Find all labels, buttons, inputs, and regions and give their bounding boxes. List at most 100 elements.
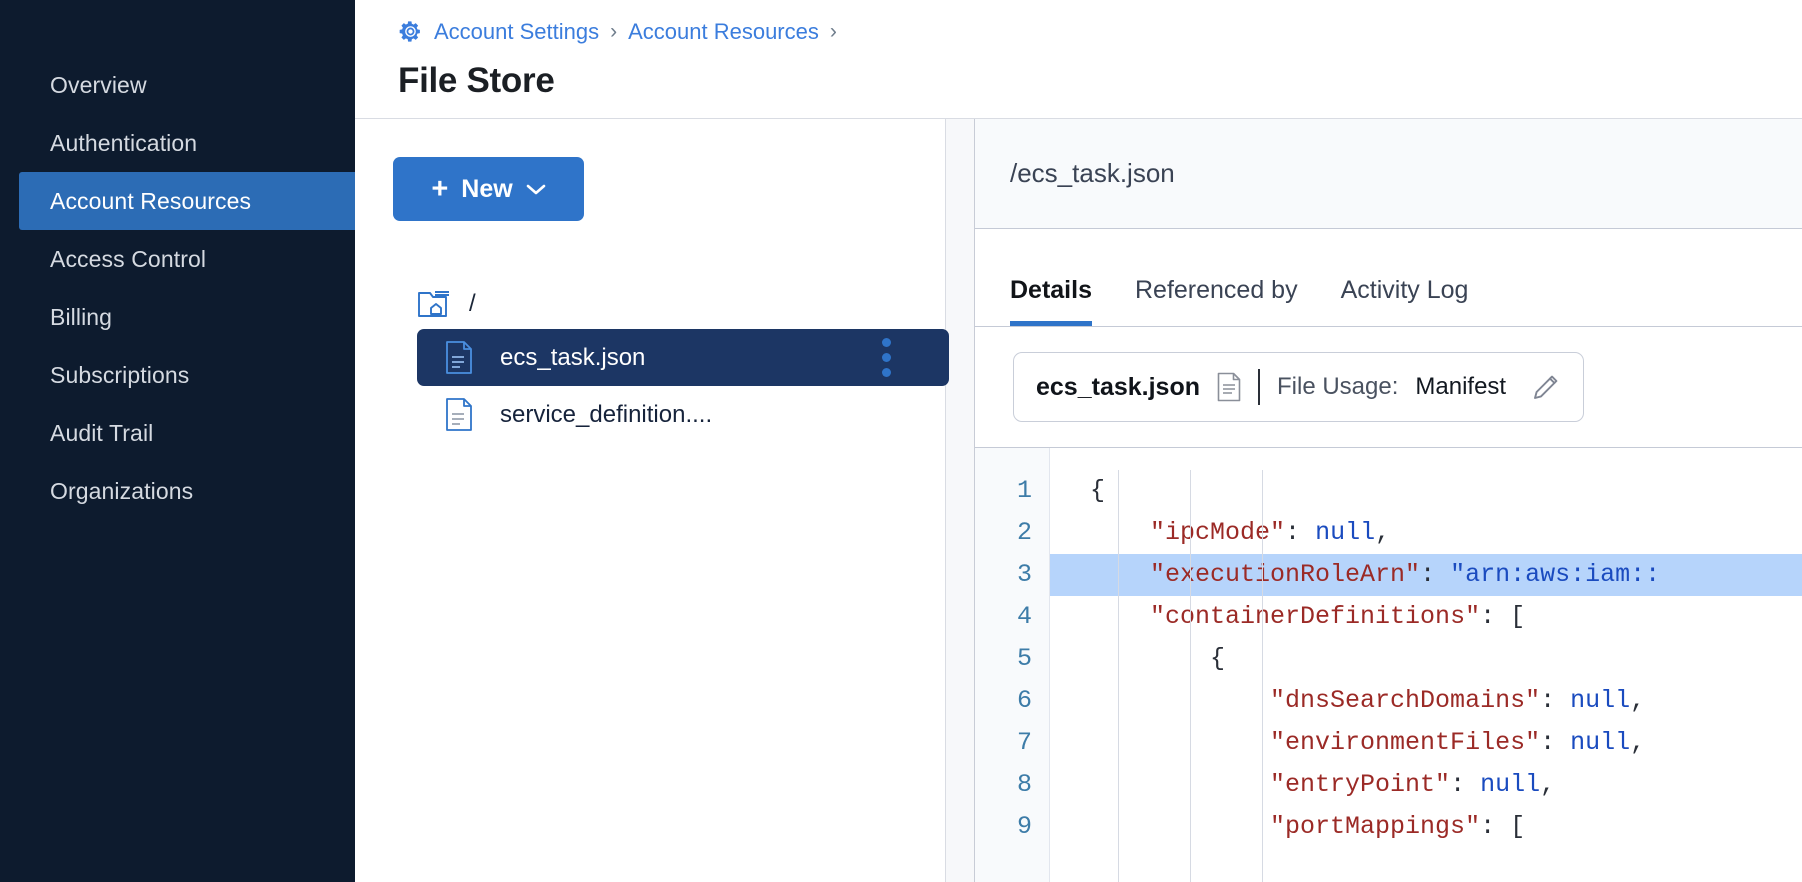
line-number: 8 (975, 764, 1032, 806)
sidebar-item-label: Audit Trail (50, 420, 153, 447)
code-token: : [ (1480, 602, 1525, 631)
code-token: "dnsSearchDomains" (1270, 686, 1540, 715)
sidebar-item-label: Billing (50, 304, 112, 331)
breadcrumb-separator: › (610, 20, 617, 44)
code-token: null (1480, 770, 1540, 799)
new-button[interactable]: + New (393, 157, 584, 221)
pencil-icon[interactable] (1523, 372, 1561, 402)
document-icon (1217, 372, 1241, 402)
tree-root-label: / (469, 290, 476, 318)
line-number: 7 (975, 722, 1032, 764)
code-token: "portMappings" (1270, 812, 1480, 841)
chip-divider (1258, 369, 1260, 405)
line-number: 5 (975, 638, 1032, 680)
kebab-menu-icon[interactable] (882, 338, 891, 377)
code-line[interactable]: "executionRoleArn": "arn:aws:iam:: (1050, 554, 1802, 596)
file-tree-list: / ecs_task.json (393, 279, 945, 443)
chevron-down-icon (526, 183, 546, 196)
code-token: : (1420, 560, 1450, 589)
breadcrumb-item-account-resources[interactable]: Account Resources (628, 19, 819, 45)
file-icon (445, 340, 473, 375)
tree-file-label: ecs_task.json (500, 344, 645, 372)
code-token: "ipcMode" (1150, 518, 1285, 547)
code-token: null (1315, 518, 1375, 547)
code-token: , (1375, 518, 1390, 547)
sidebar-item-audit-trail[interactable]: Audit Trail (0, 404, 355, 462)
usage-value: Manifest (1415, 373, 1506, 401)
code-line[interactable]: { (1050, 638, 1802, 680)
code-line[interactable]: "entryPoint": null, (1050, 764, 1802, 806)
top-bar: Account Settings › Account Resources › F… (355, 0, 1802, 119)
tab-details[interactable]: Details (1010, 276, 1092, 326)
sidebar-item-label: Overview (50, 72, 147, 99)
sidebar-item-label: Organizations (50, 478, 193, 505)
folder-home-icon (417, 288, 455, 320)
sidebar-item-account-resources[interactable]: Account Resources (19, 172, 355, 230)
tab-activity-log[interactable]: Activity Log (1341, 276, 1469, 326)
code-token: { (1090, 476, 1105, 505)
code-token: "arn:aws:iam:: (1450, 560, 1660, 589)
sidebar-item-label: Access Control (50, 246, 206, 273)
code-line[interactable]: "ipcMode": null, (1050, 512, 1802, 554)
page-title: File Store (398, 61, 1802, 101)
tab-referenced-by[interactable]: Referenced by (1135, 276, 1298, 326)
breadcrumb: Account Settings › Account Resources › (398, 8, 1802, 55)
code-token: , (1630, 728, 1645, 757)
sidebar-item-access-control[interactable]: Access Control (0, 230, 355, 288)
indent-guide (1262, 470, 1263, 882)
line-number: 4 (975, 596, 1032, 638)
sidebar-item-label: Account Resources (50, 188, 251, 215)
code-token: "environmentFiles" (1270, 728, 1540, 757)
tree-file-label: service_definition.... (500, 401, 712, 429)
editor-code[interactable]: { "ipcMode": null, "executionRoleArn": "… (1050, 448, 1802, 882)
detail-tabs: Details Referenced by Activity Log (975, 229, 1802, 327)
line-number: 6 (975, 680, 1032, 722)
code-line[interactable]: "dnsSearchDomains": null, (1050, 680, 1802, 722)
code-token: : (1450, 770, 1480, 799)
plus-icon: + (431, 175, 448, 204)
sidebar-item-overview[interactable]: Overview (0, 56, 355, 114)
gear-icon (398, 19, 423, 44)
code-line[interactable]: "environmentFiles": null, (1050, 722, 1802, 764)
detail-pane: /ecs_task.json Details Referenced by Activ… (975, 119, 1802, 882)
file-tree-pane: + New (355, 119, 945, 882)
code-token: "containerDefinitions" (1150, 602, 1480, 631)
sidebar: OverviewAuthenticationAccount ResourcesA… (0, 0, 355, 882)
breadcrumb-item-account-settings[interactable]: Account Settings (434, 19, 599, 45)
code-token: "entryPoint" (1270, 770, 1450, 799)
sidebar-item-subscriptions[interactable]: Subscriptions (0, 346, 355, 404)
sidebar-item-billing[interactable]: Billing (0, 288, 355, 346)
code-editor[interactable]: 123456789 { "ipcMode": null, "executionR… (975, 447, 1802, 882)
sidebar-item-label: Subscriptions (50, 362, 189, 389)
code-token: , (1540, 770, 1555, 799)
code-line[interactable]: "containerDefinitions": [ (1050, 596, 1802, 638)
editor-line-numbers: 123456789 (975, 448, 1050, 882)
code-line[interactable]: { (1050, 470, 1802, 512)
code-token: : (1540, 728, 1570, 757)
usage-label: File Usage: (1277, 373, 1398, 401)
indent-guide (1118, 470, 1119, 882)
sidebar-item-authentication[interactable]: Authentication (0, 114, 355, 172)
panel-splitter[interactable] (945, 119, 975, 882)
sidebar-item-organizations[interactable]: Organizations (0, 462, 355, 520)
code-token: null (1570, 728, 1630, 757)
code-token: null (1570, 686, 1630, 715)
sidebar-item-label: Authentication (50, 130, 197, 157)
code-line[interactable]: "portMappings": [ (1050, 806, 1802, 848)
code-token: , (1630, 686, 1645, 715)
file-icon (445, 397, 473, 432)
tree-root-row[interactable]: / (393, 279, 945, 329)
usage-file-name: ecs_task.json (1036, 373, 1200, 402)
file-path-bar: /ecs_task.json (975, 119, 1802, 229)
tree-file-ecs-task-json[interactable]: ecs_task.json (417, 329, 949, 386)
code-token: : (1285, 518, 1315, 547)
file-path-text: /ecs_task.json (1010, 158, 1175, 189)
line-number: 2 (975, 512, 1032, 554)
code-token: : [ (1480, 812, 1525, 841)
main-area: Account Settings › Account Resources › F… (355, 0, 1802, 882)
tree-file-service-definition[interactable]: service_definition.... (417, 386, 949, 443)
line-number: 9 (975, 806, 1032, 848)
line-number: 3 (975, 554, 1032, 596)
code-token: { (1210, 644, 1225, 673)
